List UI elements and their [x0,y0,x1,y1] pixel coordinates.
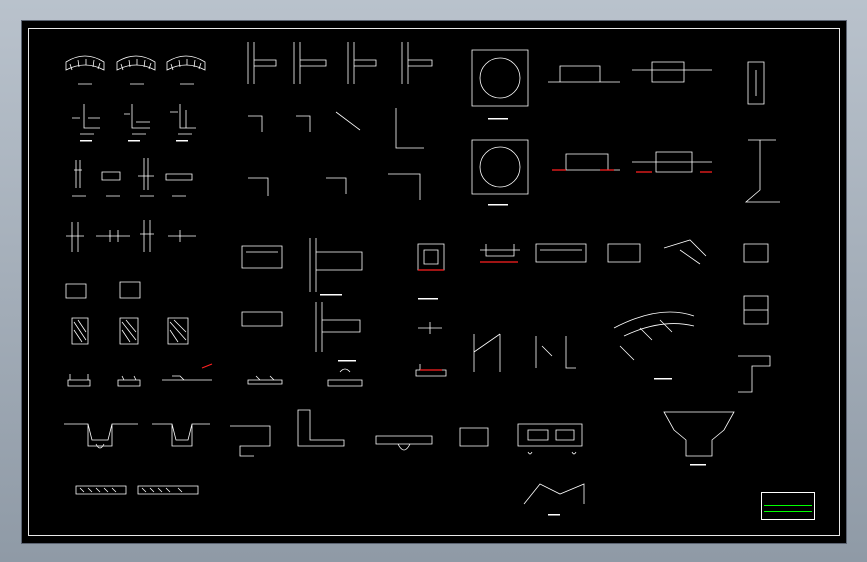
small-structure-sections [473,239,735,457]
caption-marks [80,118,706,516]
arch-section-group [65,55,206,85]
t-support-details [247,42,433,200]
beam-column-joints [241,238,445,352]
block-sections [71,317,189,345]
embankment-bottom-details [75,483,585,505]
l-wall-details [72,104,196,135]
drawing-sheet [21,20,847,544]
column-beam-details [72,158,193,197]
red-hatch-accents [201,169,712,371]
pier-joint-details [65,220,196,299]
box-culvert-sections [471,49,712,195]
right-column-details [738,61,780,393]
title-block [761,492,815,520]
foundation-sections [67,364,447,387]
title-block-divider [764,505,812,506]
title-block-divider [764,511,812,512]
channel-cross-sections [64,409,583,457]
